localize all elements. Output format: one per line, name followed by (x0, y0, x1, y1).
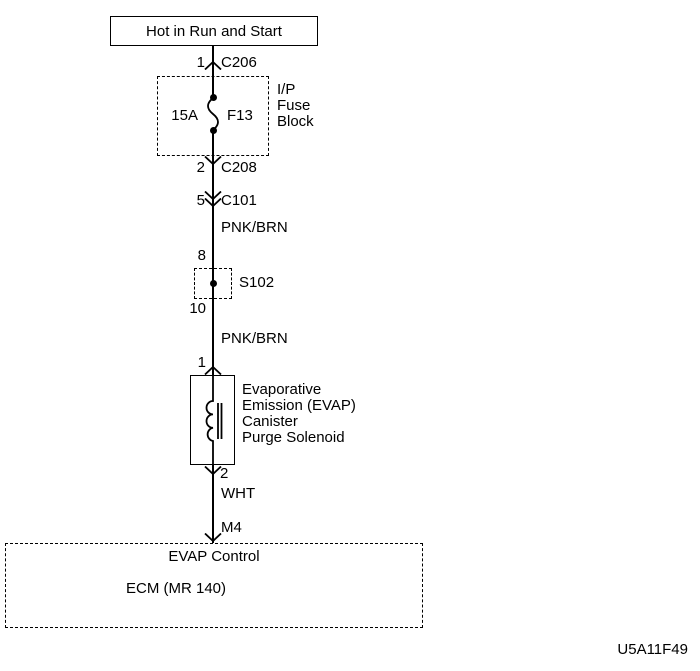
fuse-block-name: I/P Fuse Block (277, 82, 314, 130)
connector-chevron-down-c101-a (204, 191, 222, 200)
wire-segment-middle (212, 130, 214, 375)
fuse-block-box (157, 76, 269, 156)
connector-chevron-down-c101-b (204, 198, 222, 207)
splice-box (194, 268, 232, 299)
connector-chevron-down-solenoid (204, 466, 222, 475)
solenoid-name: Evaporative Emission (EVAP) Canister Pur… (242, 382, 356, 446)
solenoid-name-line2: Emission (EVAP) (242, 397, 356, 414)
ecm-name: ECM (MR 140) (126, 580, 227, 597)
connector-chevron-down-c208 (204, 156, 222, 165)
wire-segment-fuse-in (212, 76, 214, 98)
pin-number-c206: 1 (196, 54, 205, 71)
solenoid-name-line3: Canister (242, 413, 298, 430)
splice-dot (210, 280, 217, 287)
wire-color-middle: PNK/BRN (221, 330, 288, 347)
power-source-label: Hot in Run and Start (146, 22, 282, 40)
solenoid-name-line4: Purge Solenoid (242, 429, 345, 446)
splice-label: S102 (239, 274, 275, 291)
wire-color-lower: WHT (221, 485, 256, 502)
fuse-amp-rating: 15A (171, 107, 198, 124)
figure-code: U5A11F49 (617, 641, 688, 658)
ecm-box (5, 543, 423, 628)
connector-label-c208: C208 (221, 159, 257, 176)
connector-label-m4: M4 (221, 519, 242, 536)
connector-label-c206: C206 (221, 54, 257, 71)
connector-chevron-down-m4 (204, 533, 222, 542)
wire-segment-bottom (212, 465, 214, 543)
fuse-terminal-dot-top (210, 94, 217, 101)
pin-number-solenoid-out: 2 (220, 465, 229, 482)
pin-number-splice-in: 8 (197, 247, 206, 264)
wire-color-upper: PNK/BRN (221, 219, 288, 236)
pin-number-c101: 5 (196, 192, 205, 209)
fuse-block-name-line3: Block (277, 113, 314, 130)
connector-label-c101: C101 (221, 192, 257, 209)
fuse-block-name-line2: Fuse (277, 97, 311, 114)
solenoid-coil-symbol (205, 375, 223, 465)
solenoid-name-line1: Evaporative (242, 381, 322, 398)
fuse-block-name-line1: I/P (277, 81, 296, 98)
pin-number-solenoid-in: 1 (197, 354, 206, 371)
ecm-input-label: EVAP Control (168, 548, 260, 565)
connector-chevron-up-c206 (204, 61, 222, 70)
fuse-element-symbol (207, 98, 219, 130)
fuse-terminal-dot-bottom (210, 127, 217, 134)
pin-number-c208: 2 (196, 159, 205, 176)
fuse-id: F13 (227, 107, 253, 124)
pin-number-splice-out: 10 (189, 300, 206, 317)
power-source-box: Hot in Run and Start (110, 16, 318, 46)
connector-chevron-up-solenoid (204, 366, 222, 375)
